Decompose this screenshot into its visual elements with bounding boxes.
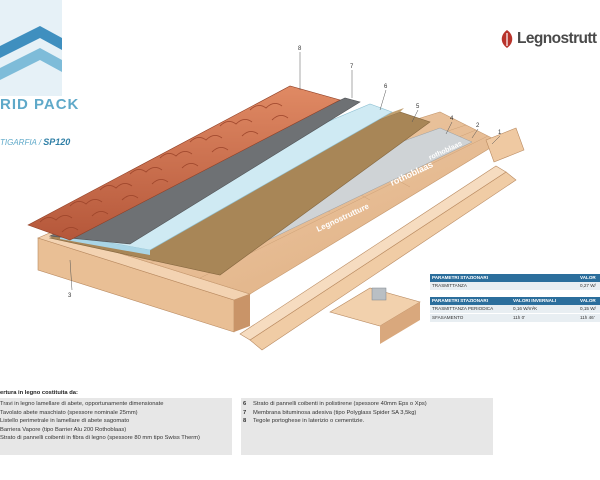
- subtitle-code: SP120: [43, 137, 71, 147]
- legend-heading: ertura in legno costituita da:: [0, 390, 78, 396]
- callout-7: 7: [350, 64, 354, 70]
- stationary-parameters-table: PARAMETRI STAZIONARI VALOR TRASMITTANZA …: [430, 274, 600, 291]
- table-row: TRASMITTANZA 0,27 W/: [430, 282, 600, 291]
- legend-item: Listello perimetrale in lamellare di abe…: [0, 418, 130, 425]
- callout-3: 3: [68, 293, 72, 299]
- roof-tiles-base: [27, 85, 341, 241]
- leaf-icon: [501, 30, 513, 48]
- logo-text: Legnostrutt: [517, 30, 597, 47]
- front-beam-end: [234, 294, 250, 332]
- legend-list-left: Travi in legno lamellare di abete, oppor…: [0, 400, 200, 443]
- roof-section-diagram: rothoblaas Legnostrutture rothoblaas rot…: [27, 46, 525, 351]
- support-beam-right-top: [239, 165, 507, 341]
- callout-5: 5: [416, 104, 420, 110]
- table-row: TRASMITTANZA PERIODICA 0,16 W/m²K 0,15 W…: [430, 305, 600, 314]
- company-logo: Legnostrutt: [498, 27, 600, 53]
- table-row: SFASAMENTO 11h 0' 11h 46': [430, 314, 600, 323]
- legend-panel-right: [241, 398, 493, 455]
- pack-title: RID PACK: [0, 96, 80, 113]
- metal-plate: [371, 287, 387, 301]
- table-header: PARAMETRI STAZIONARI VALOR: [430, 274, 600, 282]
- callout-8: 8: [298, 46, 302, 52]
- ridge-beam: [485, 127, 525, 163]
- callout-6: 6: [384, 84, 388, 90]
- tile-rows: [39, 103, 289, 233]
- legend-item: Travi in legno lamellare di abete, oppor…: [0, 401, 164, 407]
- crossbeam-side: [380, 302, 420, 344]
- legend-item: Strato di pannelli coibenti in fibra di …: [0, 435, 200, 442]
- callout-4: 4: [450, 116, 454, 122]
- callout-lines: [69, 52, 501, 291]
- legend-item: Barriera Vapore (tipo Barrier Alu 200 Ro…: [0, 426, 127, 433]
- subtitle-prefix: TIGARFIA /: [0, 138, 42, 147]
- legend-item: Tavolato abete maschiato (spessore nomin…: [0, 409, 138, 416]
- periodic-parameters-table: PARAMETRI STAZIONARI VALORI INVERNALI VA…: [430, 297, 600, 323]
- callout-2: 2: [476, 123, 480, 129]
- callout-1: 1: [498, 130, 502, 136]
- legend-panel-left: [0, 398, 232, 455]
- pack-subtitle: TIGARFIA / SP120: [0, 137, 70, 147]
- brand-chevron-logo: [0, 0, 62, 96]
- table-header: PARAMETRI STAZIONARI VALORI INVERNALI VA…: [430, 297, 600, 305]
